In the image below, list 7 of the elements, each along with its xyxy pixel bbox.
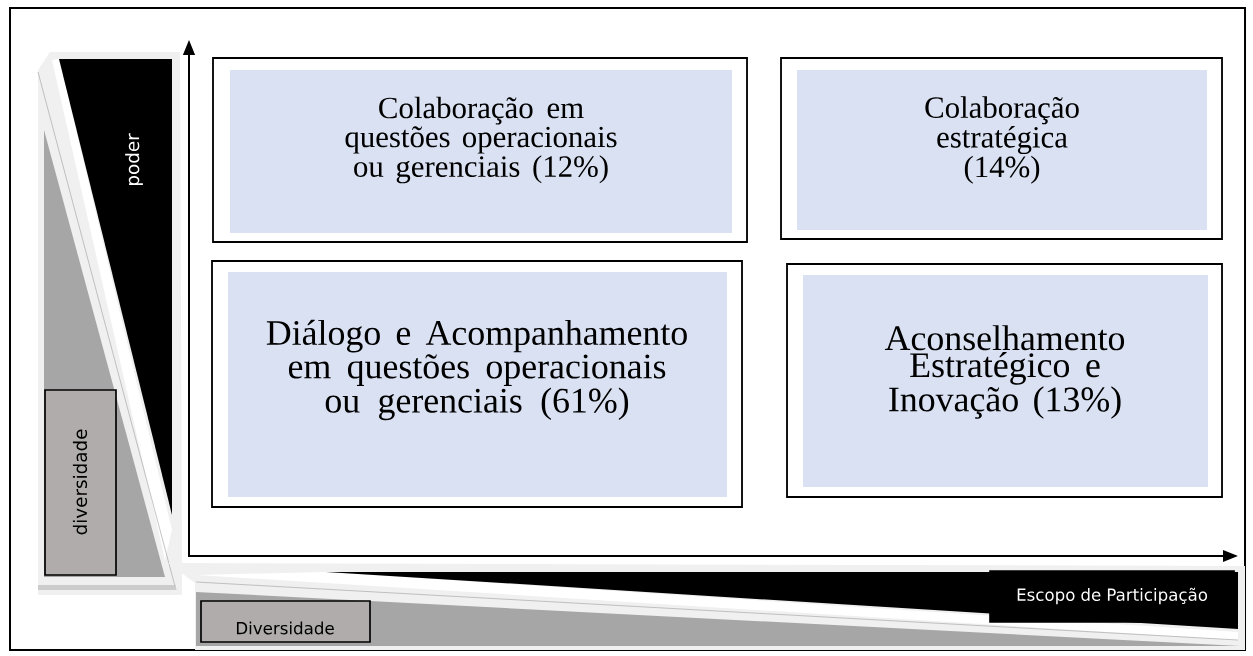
scope-label-box: Escopo de Participação xyxy=(989,570,1235,623)
diversity-box: Diversidade xyxy=(200,600,371,643)
quadrant-box: Colaboração em questões operacionais ou gerenciais (12%) xyxy=(212,57,748,243)
quadrant-box: Diálogo e Acompanhamento em questões operacionais ou gerenciais (61%) xyxy=(211,260,743,508)
diversity-box: diversidade xyxy=(44,389,117,576)
quadrant-box: Colaboração estratégica (14%) xyxy=(780,57,1223,240)
quadrant-box: Aconselhamento Estratégico e Inovação (13%) xyxy=(786,263,1223,498)
